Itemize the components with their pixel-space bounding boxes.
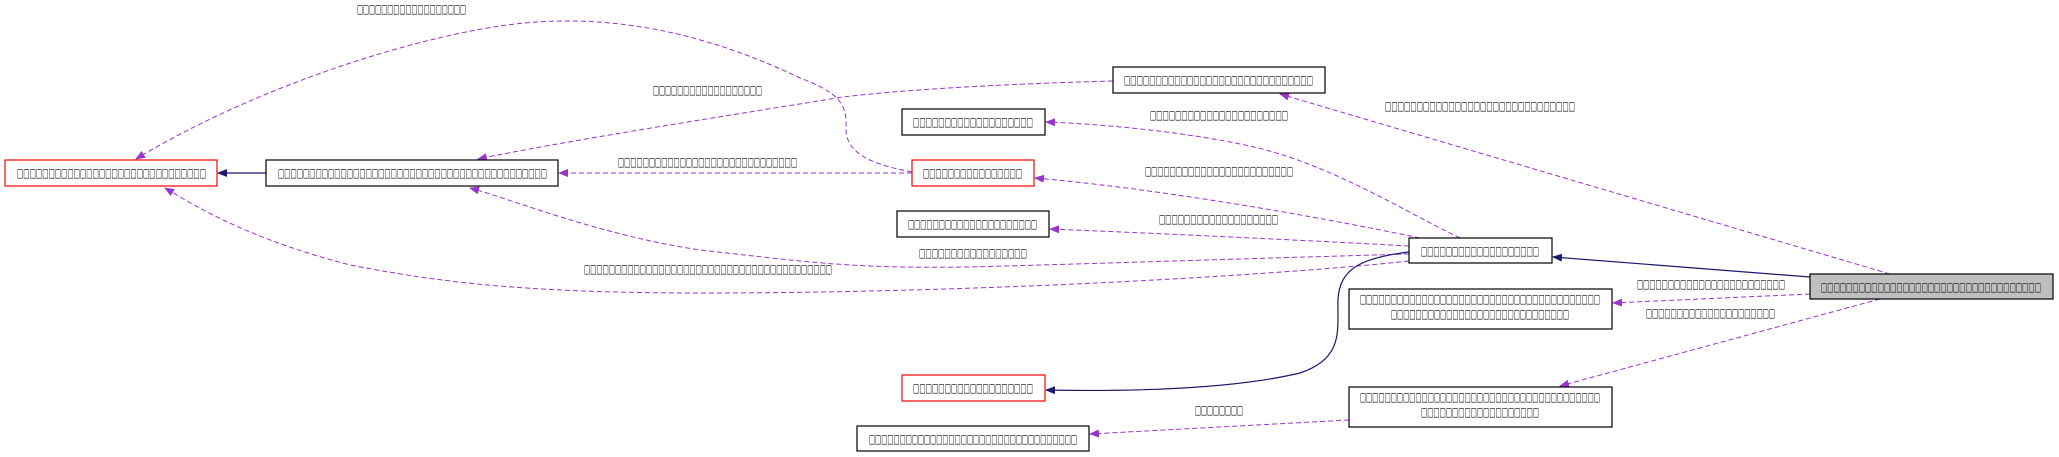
node-f[interactable]: □□□□□□□□□□□□□□□□□□□□□ bbox=[896, 210, 1050, 238]
edge-label-c-a: □□□□□□□□□□□□□□□□□□ bbox=[357, 2, 466, 16]
node-c[interactable]: □□□□□□□□□□□□□□□□ bbox=[911, 159, 1035, 187]
edge-j-to-k bbox=[1612, 293, 1811, 307]
node-h[interactable]: □□□□□□□□□□□□□□□□□□□ bbox=[901, 374, 1046, 402]
node-i[interactable]: □□□□□□□□□□□□□□□□□□□□□□□□□□□□□□□□□□ bbox=[856, 425, 1090, 452]
edge-g-to-b bbox=[469, 186, 1410, 268]
node-l-label-line1: □□□□□□□□□□□□□□□□□□□□□□□□□□□□□□□□□□□□□□□ bbox=[1360, 390, 1600, 404]
edge-j-to-g bbox=[1552, 253, 1811, 278]
node-a-label: □□□□□□□□□□□□□□□□□□□□□□□□□□□□□□ bbox=[17, 166, 206, 180]
edge-label-g-f: □□□□□□□□□□□□□□□□□□□ bbox=[1159, 212, 1278, 226]
node-l-label-line2: □□□□□□□□□□□□□□□□□□□ bbox=[1421, 405, 1539, 419]
edge-g-to-c bbox=[1034, 174, 1421, 239]
node-g[interactable]: □□□□□□□□□□□□□□□□□□□ bbox=[1408, 237, 1553, 264]
edge-label-g-a: □□□□□□□□□□□□□□□□□□□□□□□□□□□□□□□□□□□□□□□□ bbox=[584, 262, 832, 276]
node-g-label: □□□□□□□□□□□□□□□□□□□ bbox=[1421, 244, 1539, 258]
node-j-label: □□□□□□□□□□□□□□□□□□□□□□□□□□□□□□□□□□□ bbox=[1821, 280, 2041, 294]
edge-label-g-b: □□□□□□□□□□□□□□□□□ bbox=[919, 246, 1027, 260]
node-l[interactable]: □□□□□□□□□□□□□□□□□□□□□□□□□□□□□□□□□□□□□□□ … bbox=[1348, 386, 1613, 428]
edge-g-to-f bbox=[1049, 225, 1410, 247]
edge-d-to-b bbox=[477, 80, 1114, 162]
edge-label-j-l: □□□□□□□□□□□□□□□□□□□□□ bbox=[1646, 306, 1775, 320]
node-d-label: □□□□□□□□□□□□□□□□□□□□□□□□□□□□□□ bbox=[1124, 73, 1313, 87]
node-k-label-line2: □□□□□□□□□□□□□□□□□□□□□□□□□□□□□ bbox=[1391, 307, 1569, 321]
edge-label-j-d: □□□□□□□□□□□□□□□□□□□□□□□□□□□□□□ bbox=[1385, 99, 1575, 113]
edge-j-to-l bbox=[1559, 298, 1881, 388]
edge-label-g-c: □□□□□□□□□□□□□□□□□□□□□□□□ bbox=[1145, 164, 1293, 178]
edge-j-to-d bbox=[1279, 92, 1891, 275]
node-i-label: □□□□□□□□□□□□□□□□□□□□□□□□□□□□□□□□□□ bbox=[869, 432, 1077, 446]
node-a[interactable]: □□□□□□□□□□□□□□□□□□□□□□□□□□□□□□ bbox=[4, 159, 218, 187]
edge-label-d-b: □□□□□□□□□□□□□□□□□□ bbox=[653, 83, 762, 97]
node-k[interactable]: □□□□□□□□□□□□□□□□□□□□□□□□□□□□□□□□□□□□□□□ … bbox=[1348, 288, 1613, 330]
edge-c-to-a bbox=[135, 20, 913, 173]
edge-l-to-i bbox=[1089, 419, 1350, 438]
node-c-label: □□□□□□□□□□□□□□□□ bbox=[923, 166, 1022, 180]
edge-label-g-e: □□□□□□□□□□□□□□□□□□□□□□ bbox=[1150, 108, 1288, 122]
edge-label-j-k: □□□□□□□□□□□□□□□□□□□□□□□□ bbox=[1637, 277, 1785, 291]
edge-label-l-i: □□□□□□□□ bbox=[1195, 403, 1243, 417]
node-b-label: □□□□□□□□□□□□□□□□□□□□□□□□□□□□□□□□□□□□□□□□… bbox=[278, 166, 547, 180]
node-d[interactable]: □□□□□□□□□□□□□□□□□□□□□□□□□□□□□□ bbox=[1112, 66, 1326, 94]
node-e-label: □□□□□□□□□□□□□□□□□□□ bbox=[913, 115, 1033, 129]
node-h-label: □□□□□□□□□□□□□□□□□□□ bbox=[913, 381, 1033, 395]
node-e[interactable]: □□□□□□□□□□□□□□□□□□□ bbox=[901, 108, 1046, 136]
edge-g-to-h bbox=[1045, 251, 1410, 395]
node-k-label-line1: □□□□□□□□□□□□□□□□□□□□□□□□□□□□□□□□□□□□□□□ bbox=[1360, 292, 1600, 306]
node-j-target: □□□□□□□□□□□□□□□□□□□□□□□□□□□□□□□□□□□ bbox=[1809, 273, 2054, 300]
edge-g-to-a bbox=[164, 187, 1410, 294]
node-b[interactable]: □□□□□□□□□□□□□□□□□□□□□□□□□□□□□□□□□□□□□□□□… bbox=[265, 159, 559, 187]
edge-label-c-b: □□□□□□□□□□□□□□□□□□□□□□□□□□□□□ bbox=[618, 155, 797, 169]
edge-g-to-e bbox=[1045, 118, 1461, 239]
node-f-label: □□□□□□□□□□□□□□□□□□□□□ bbox=[908, 217, 1037, 231]
